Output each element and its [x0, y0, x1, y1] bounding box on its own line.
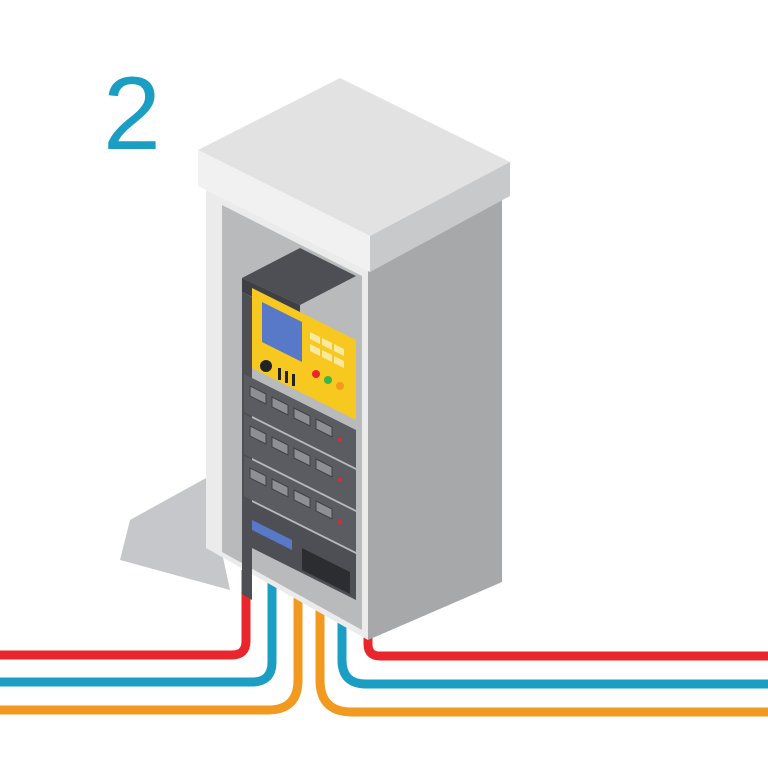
cable-red-left	[0, 570, 251, 660]
step-number: 2	[103, 56, 161, 172]
cable-red-right	[363, 630, 768, 661]
cabinet-side	[368, 200, 502, 640]
server-cabinet-icon	[198, 78, 510, 640]
cable-orange-right	[315, 608, 768, 717]
cable-blue-right	[337, 618, 768, 689]
cable-bundle-icon	[0, 570, 768, 717]
cabinet-roof-front	[198, 150, 370, 272]
control-panel-icon	[252, 288, 356, 505]
keypad	[310, 332, 344, 368]
vent-grille	[302, 548, 350, 594]
floor-shadow	[120, 478, 230, 590]
status-light-green	[324, 376, 332, 384]
cabinet-roof-top	[198, 78, 510, 236]
vent-slots	[278, 368, 295, 386]
status-light-orange	[336, 382, 344, 390]
cable-orange-left	[0, 598, 303, 715]
status-screen-small	[252, 520, 292, 550]
cabinet-roof-side	[370, 162, 510, 272]
control-unit-top	[242, 248, 356, 305]
cable-blue-left	[0, 580, 277, 687]
drive-bays	[249, 385, 333, 520]
rack-units	[244, 374, 356, 600]
drive-leds	[338, 438, 342, 524]
control-screen	[262, 302, 302, 362]
control-knob	[260, 360, 272, 372]
status-light-red	[312, 370, 320, 378]
